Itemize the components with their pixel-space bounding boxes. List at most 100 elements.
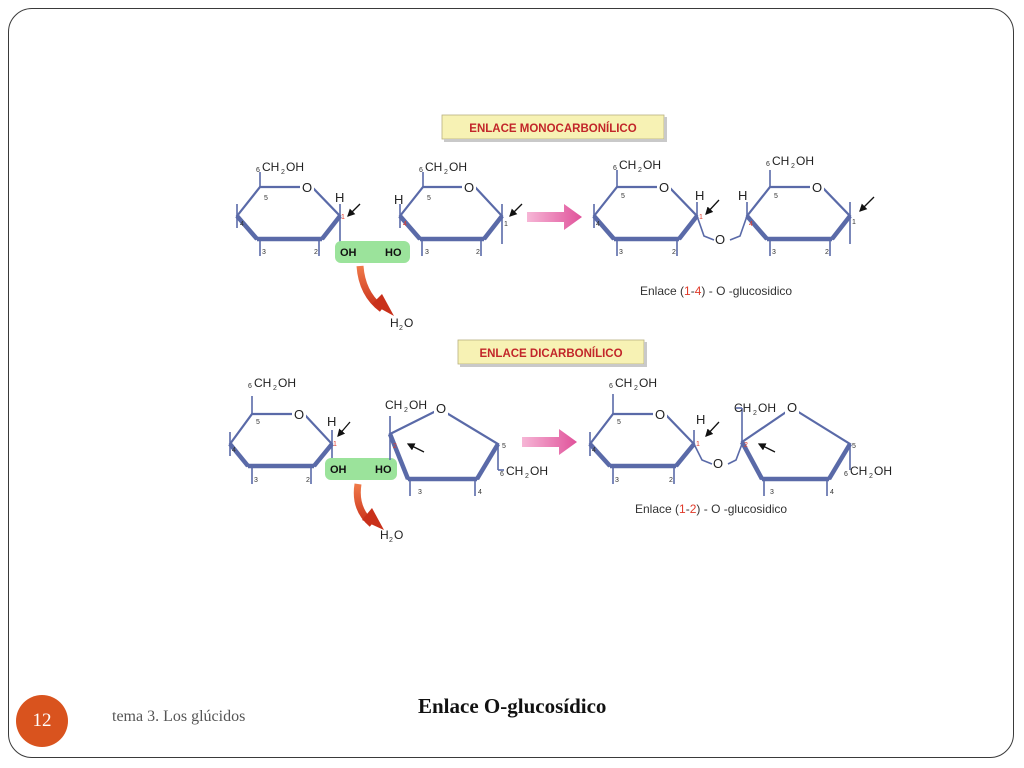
svg-text:CH: CH [619,158,636,172]
svg-text:2: 2 [314,249,318,256]
fructose-ring-bottom: O CH 2 OH 6 CH 2 OH 2 3 4 5 [385,398,548,496]
top-condensation-box: OH HO [335,241,410,263]
svg-text:4: 4 [240,221,244,228]
svg-text:4: 4 [232,447,236,454]
top-bond-caption: Enlace (1-4) - O -glucosidico [640,284,792,298]
svg-text:O: O [464,180,474,195]
svg-text:2: 2 [444,169,448,176]
svg-text:O: O [659,180,669,195]
svg-text:5: 5 [621,193,625,200]
svg-text:4: 4 [478,489,482,496]
svg-text:2: 2 [525,473,529,480]
svg-text:CH: CH [262,160,279,174]
svg-text:OH: OH [874,464,892,478]
svg-text:5: 5 [256,419,260,426]
svg-text:4: 4 [830,489,834,496]
bottom-header-text: ENLACE DICARBONÍLICO [479,347,622,360]
top-header-text: ENLACE MONOCARBONÍLICO [469,122,636,135]
svg-text:1: 1 [852,219,856,226]
svg-text:O: O [302,180,312,195]
top-header-box: ENLACE MONOCARBONÍLICO [441,114,667,142]
svg-text:3: 3 [619,249,623,256]
svg-text:H: H [327,414,336,429]
svg-text:2: 2 [744,442,748,449]
bottom-reaction-arrow [522,429,577,455]
svg-text:HO: HO [375,464,392,476]
svg-text:4: 4 [403,221,407,228]
svg-text:4: 4 [749,221,753,228]
svg-text:OH: OH [796,154,814,168]
bottom-product: O 6 CH 2 OH H 5 4 3 2 1 O O CH 2 OH 6 CH… [588,376,892,516]
svg-text:2: 2 [753,410,757,417]
svg-text:OH: OH [449,160,467,174]
svg-text:2: 2 [393,443,397,450]
bottom-bond-caption: Enlace (1-2) - O -glucosidico [635,502,787,516]
svg-text:OH: OH [340,247,357,259]
svg-text:CH: CH [734,401,751,415]
svg-text:H: H [394,192,403,207]
svg-text:CH: CH [850,464,867,478]
svg-text:CH: CH [506,464,523,478]
svg-text:2: 2 [404,407,408,414]
svg-text:3: 3 [262,249,266,256]
svg-text:HO: HO [385,247,402,259]
svg-text:2: 2 [389,537,393,544]
svg-text:2: 2 [306,477,310,484]
svg-text:H: H [380,528,389,542]
bottom-header-box: ENLACE DICARBONÍLICO [457,339,647,367]
footer-text: tema 3. Los glúcidos [112,708,246,725]
svg-text:2: 2 [634,385,638,392]
glucose-ring-top-2: O 6 CH 2 OH H 5 4 3 2 1 [394,160,523,256]
slide-frame [8,8,1014,758]
svg-text:OH: OH [278,376,296,390]
svg-text:4: 4 [596,221,600,228]
svg-text:5: 5 [427,195,431,202]
svg-text:2: 2 [791,163,795,170]
svg-text:O: O [655,407,665,422]
svg-text:O: O [394,528,403,542]
svg-text:3: 3 [418,489,422,496]
svg-text:OH: OH [330,464,347,476]
svg-text:3: 3 [425,249,429,256]
slide-title: Enlace O-glucosídico [418,694,607,718]
svg-text:O: O [787,400,797,415]
svg-text:2: 2 [281,169,285,176]
top-product: O 6 CH 2 OH H 5 4 3 2 1 O O 6 CH 2 OH H … [592,154,875,298]
svg-text:3: 3 [254,477,258,484]
top-reaction-arrow [527,204,582,230]
glycosidic-bond-figure: ENLACE MONOCARBONÍLICO O 6 CH 2 OH H 5 4… [222,104,892,550]
svg-text:3: 3 [770,489,774,496]
svg-text:6: 6 [613,165,617,172]
svg-text:OH: OH [639,376,657,390]
svg-text:2: 2 [638,167,642,174]
svg-text:OH: OH [758,401,776,415]
svg-text:CH: CH [385,398,402,412]
svg-text:1: 1 [504,221,508,228]
svg-text:1: 1 [341,214,345,221]
svg-text:H: H [696,412,705,427]
svg-text:O: O [404,316,413,330]
svg-text:5: 5 [264,195,268,202]
bottom-condensation-box: OH HO [325,458,397,480]
top-o-bridge: O [715,232,725,247]
svg-text:6: 6 [844,471,848,478]
svg-text:1: 1 [333,441,337,448]
svg-text:5: 5 [502,443,506,450]
svg-text:2: 2 [476,249,480,256]
svg-text:3: 3 [772,249,776,256]
bottom-o-bridge: O [713,456,723,471]
svg-text:O: O [812,180,822,195]
svg-text:3: 3 [615,477,619,484]
svg-text:CH: CH [425,160,442,174]
svg-text:5: 5 [852,443,856,450]
bottom-water-release: H 2 O [353,483,403,544]
top-water-release: H 2 O [356,265,413,332]
svg-text:O: O [294,407,304,422]
page-number-badge: 12 [16,695,68,747]
svg-text:5: 5 [617,419,621,426]
svg-text:OH: OH [643,158,661,172]
svg-text:6: 6 [256,167,260,174]
svg-text:OH: OH [409,398,427,412]
svg-text:H: H [390,316,399,330]
svg-text:OH: OH [530,464,548,478]
